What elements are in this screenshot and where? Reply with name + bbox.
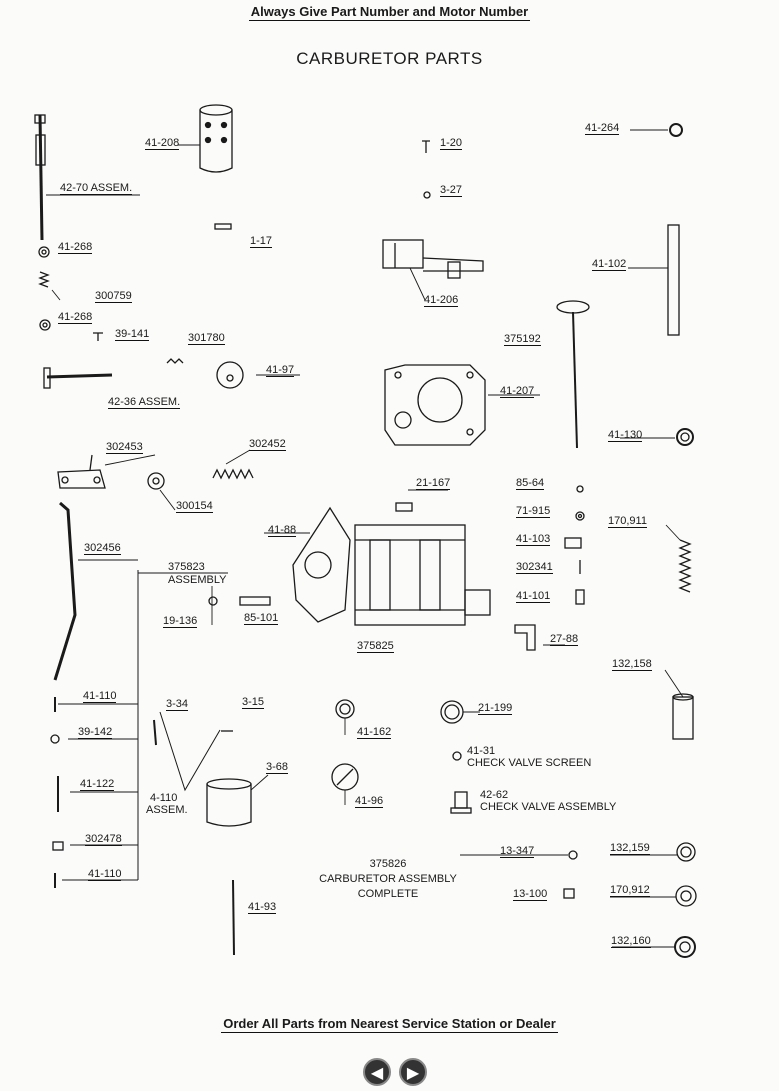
page-title: CARBURETOR PARTS bbox=[296, 49, 483, 68]
part-label: 132,158 bbox=[612, 658, 652, 671]
part-label: 41-103 bbox=[516, 533, 551, 546]
part-label: 170,911 bbox=[608, 515, 647, 528]
part-label: 170,912 bbox=[610, 884, 650, 897]
part-label: 71-915 bbox=[516, 505, 551, 518]
part-label: 41-162 bbox=[357, 726, 392, 739]
part-label: 1-20 bbox=[440, 137, 463, 150]
part-label: 21-167 bbox=[416, 477, 451, 490]
part-label: 301780 bbox=[188, 332, 225, 345]
part-label: 42-62 bbox=[480, 789, 509, 801]
page-header: Always Give Part Number and Motor Number bbox=[248, 4, 531, 21]
part-label: 302478 bbox=[85, 833, 122, 846]
part-label: 42-36 ASSEM. bbox=[108, 396, 181, 409]
part-label: CHECK VALVE SCREEN bbox=[467, 757, 592, 769]
part-label: 3-34 bbox=[166, 698, 189, 711]
part-label: 132,160 bbox=[611, 935, 651, 948]
part-label: 41-88 bbox=[268, 524, 297, 537]
part-label: 41-130 bbox=[608, 429, 643, 442]
venturi-tube-drawing bbox=[199, 104, 233, 173]
part-label: 41-96 bbox=[355, 795, 384, 808]
arrow-left-icon: ◀ bbox=[370, 1065, 384, 1082]
part-label: COMPLETE bbox=[357, 888, 419, 900]
part-label: 41-93 bbox=[248, 901, 277, 914]
part-label: 13-347 bbox=[500, 845, 535, 858]
arrow-right-icon: ▶ bbox=[406, 1065, 420, 1082]
part-label: 41-268 bbox=[58, 241, 93, 254]
part-label: 375826 bbox=[369, 858, 407, 870]
part-label: 300154 bbox=[176, 500, 213, 513]
part-label: 41-102 bbox=[592, 258, 627, 271]
part-label: 13-100 bbox=[513, 888, 548, 901]
part-label: 41-101 bbox=[516, 590, 551, 603]
part-label: 300759 bbox=[95, 290, 132, 303]
part-label: 302456 bbox=[84, 542, 121, 555]
part-label: 41-207 bbox=[500, 385, 535, 398]
part-label: 41-110 bbox=[88, 868, 122, 881]
part-label: 3-27 bbox=[440, 184, 463, 197]
part-label: 302452 bbox=[249, 438, 286, 451]
part-label: 375825 bbox=[357, 640, 394, 653]
part-label: 375192 bbox=[504, 333, 541, 346]
part-label: 42-70 ASSEM. bbox=[60, 182, 133, 195]
part-label: CHECK VALVE ASSEMBLY bbox=[480, 801, 617, 813]
part-label: ASSEM. bbox=[146, 804, 188, 816]
part-label: ASSEMBLY bbox=[168, 574, 227, 586]
part-label: 302453 bbox=[106, 441, 143, 454]
needle-valve-drawing bbox=[34, 114, 46, 241]
part-label: 4-110 bbox=[150, 792, 178, 804]
part-label: 41-264 bbox=[585, 122, 620, 135]
prev-page-button[interactable]: ◀ bbox=[363, 1058, 391, 1086]
part-label: 27-88 bbox=[550, 633, 579, 646]
part-label: 375823 bbox=[168, 561, 205, 573]
page-footer: Order All Parts from Nearest Service Sta… bbox=[221, 1016, 558, 1033]
part-label: 41-97 bbox=[266, 364, 295, 377]
part-label: 1-17 bbox=[250, 235, 273, 248]
part-label: 19-136 bbox=[163, 615, 198, 628]
part-label: 3-15 bbox=[242, 696, 265, 709]
part-label: 41-208 bbox=[145, 137, 180, 150]
part-label: 21-199 bbox=[478, 702, 513, 715]
part-label: 41-206 bbox=[424, 294, 459, 307]
part-label: 302341 bbox=[516, 561, 553, 574]
float-drawing bbox=[382, 239, 484, 279]
part-label: 3-68 bbox=[266, 761, 289, 774]
gasket-drawing bbox=[384, 364, 486, 446]
part-label: 41-31 bbox=[467, 745, 496, 757]
part-label: 132,159 bbox=[610, 842, 650, 855]
part-label: 39-142 bbox=[78, 726, 113, 739]
part-label: 85-101 bbox=[244, 612, 279, 625]
part-label: 39-141 bbox=[115, 328, 150, 341]
part-label: 85-64 bbox=[516, 477, 545, 490]
part-label: CARBURETOR ASSEMBLY bbox=[319, 873, 457, 885]
next-page-button[interactable]: ▶ bbox=[399, 1058, 427, 1086]
part-label: 41-122 bbox=[80, 778, 115, 791]
part-label: 41-110 bbox=[83, 690, 117, 703]
carburetor-body-drawing bbox=[292, 506, 491, 626]
part-label: 41-268 bbox=[58, 311, 93, 324]
